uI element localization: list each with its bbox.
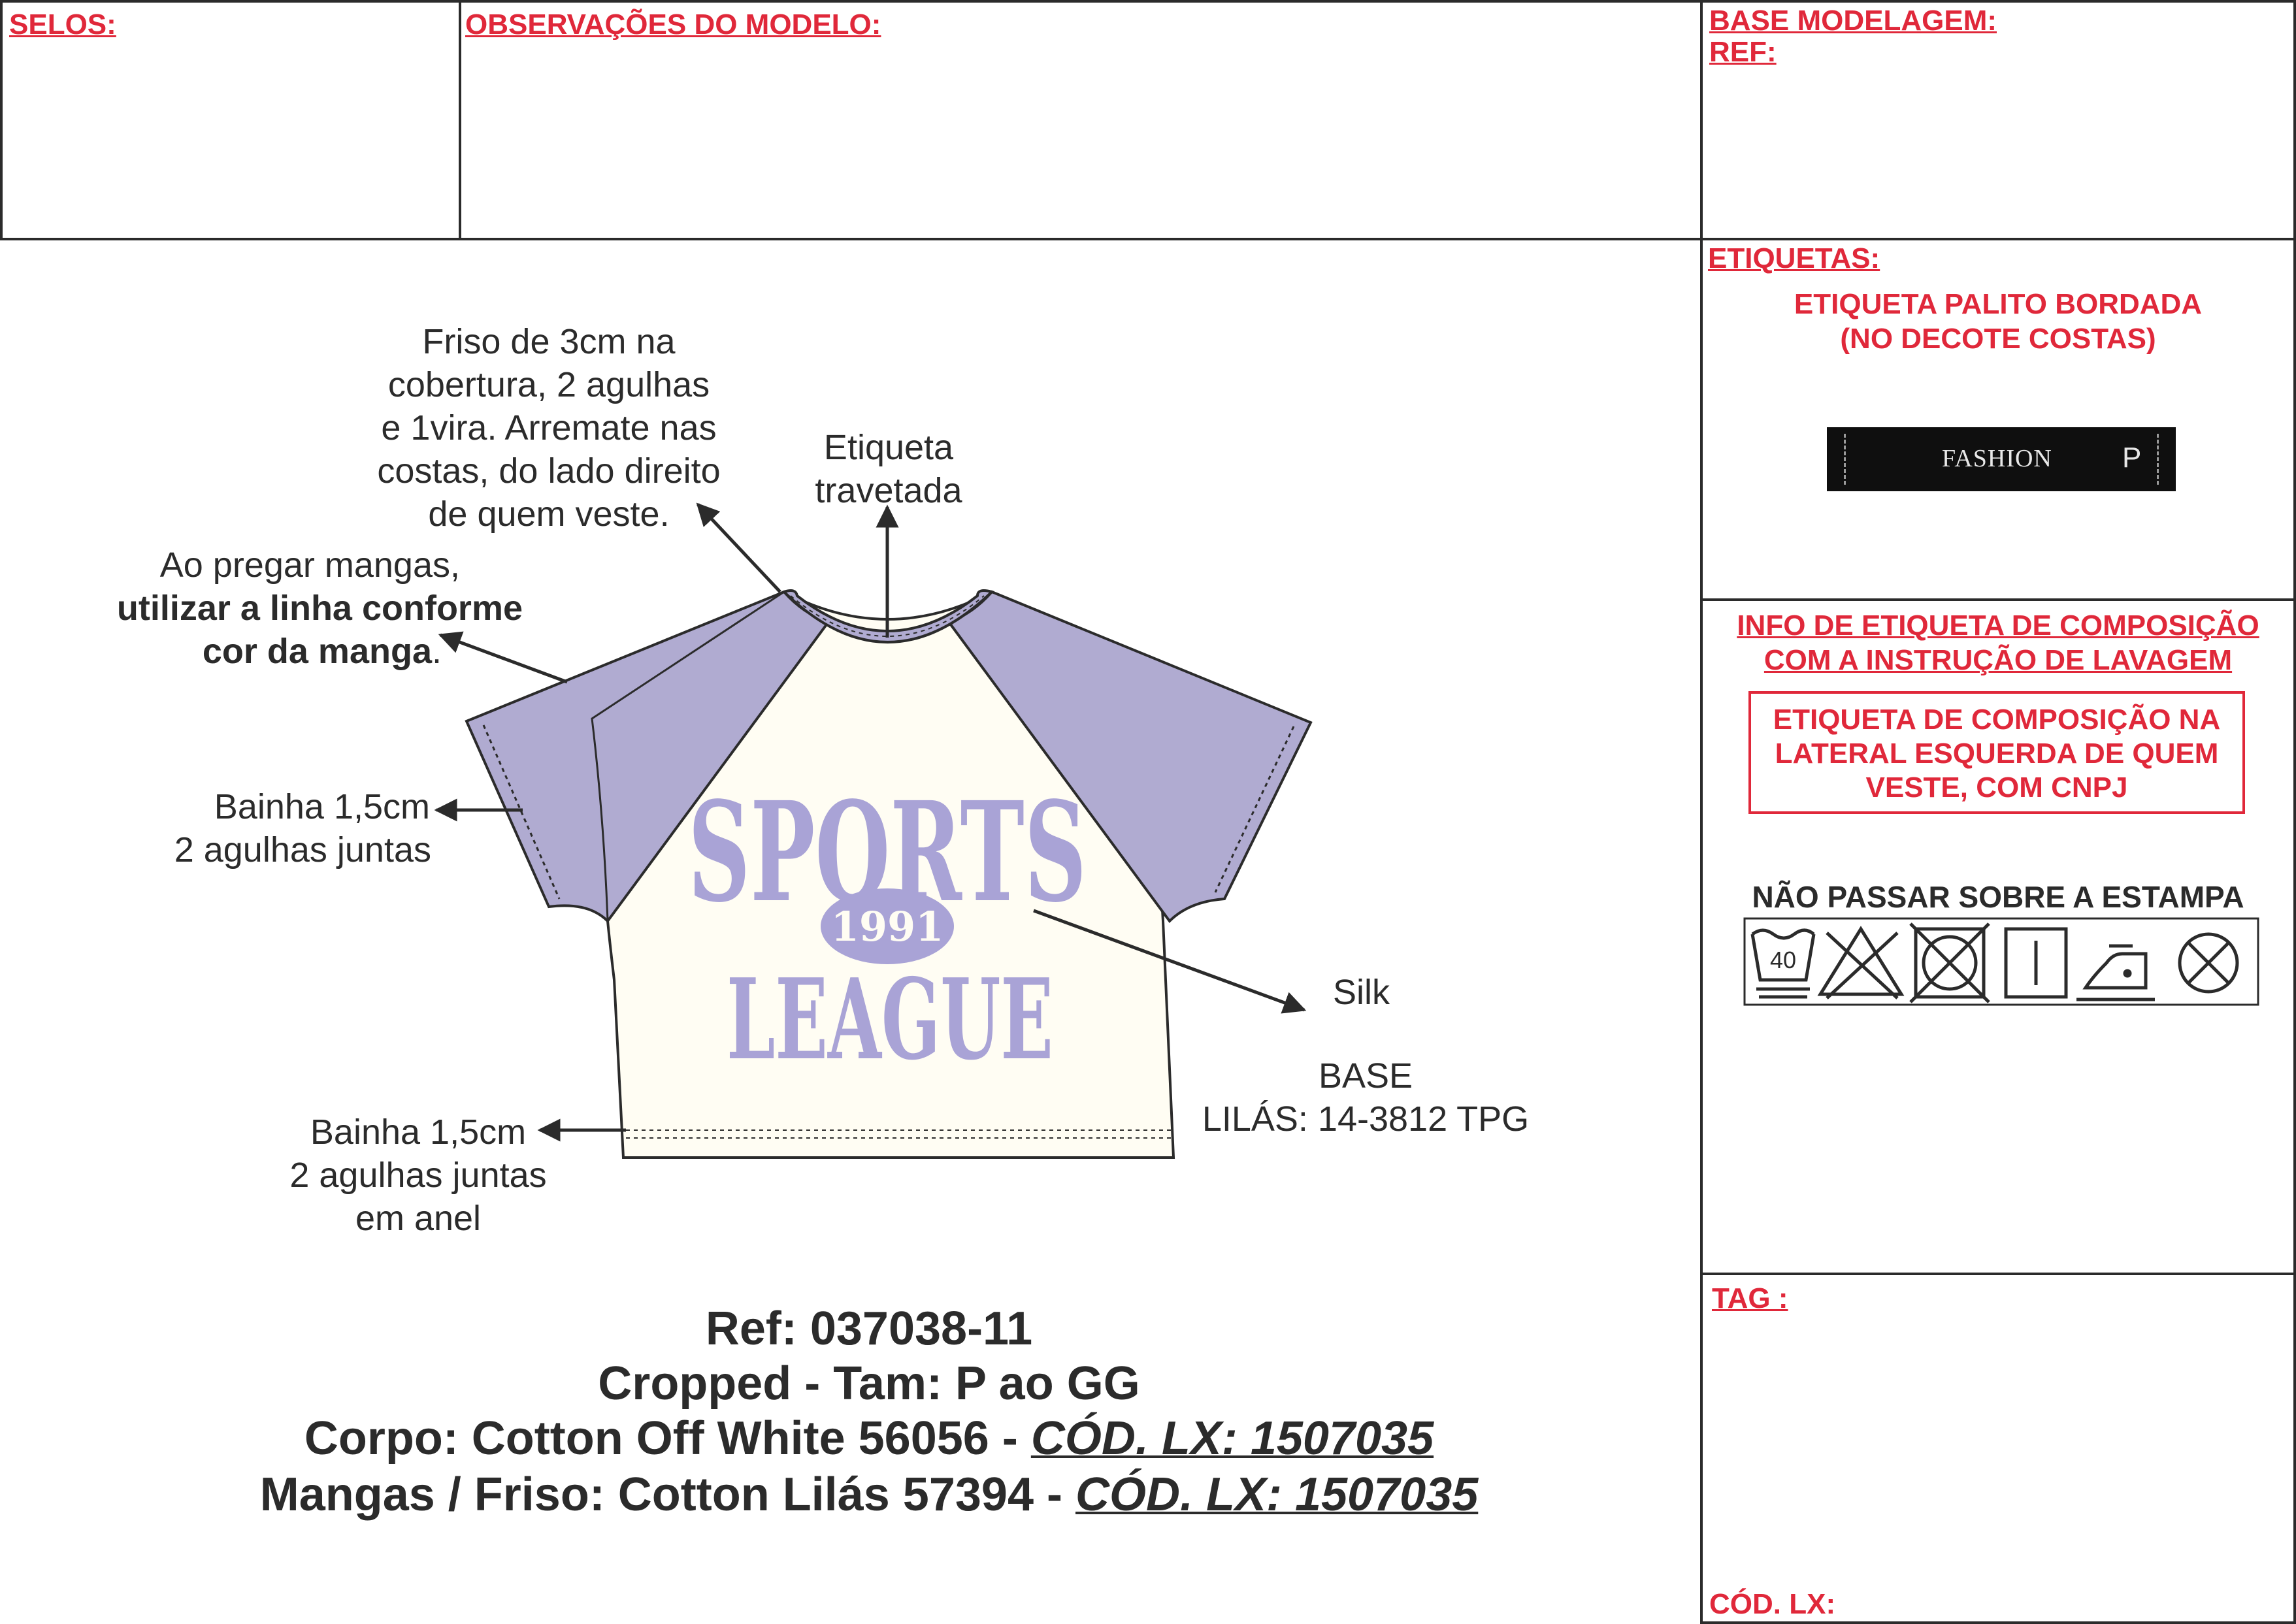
- label-brand: FASHION: [1942, 445, 2052, 472]
- no-tumble-dry-icon: [1909, 922, 1990, 1003]
- print-league: LEAGUE: [727, 954, 1053, 1085]
- info-line1: INFO DE ETIQUETA DE COMPOSIÇÃO: [1737, 609, 2259, 641]
- observacoes-label: OBSERVAÇÕES DO MODELO:: [465, 8, 881, 41]
- arrow-friso: [696, 502, 781, 593]
- info-composicao-title: INFO DE ETIQUETA DE COMPOSIÇÃO COM A INS…: [1705, 609, 2291, 678]
- print-oval: [821, 888, 954, 964]
- cod-lx-label: CÓD. LX:: [1709, 1588, 1836, 1620]
- arrow-silk: [1033, 909, 1307, 1014]
- note-friso: Friso de 3cm na cobertura, 2 agulhas e 1…: [377, 322, 721, 534]
- etiqueta-line2: (NO DECOTE COSTAS): [1840, 322, 2156, 355]
- tag-box: [1700, 1273, 2296, 1624]
- arrow-mangas: [438, 631, 568, 684]
- woven-label: FASHION P: [1827, 427, 2176, 491]
- note-mangas: Ao pregar mangas, utilizar a linha confo…: [116, 545, 523, 671]
- label-size: P: [2122, 442, 2142, 474]
- print-year: 1991: [831, 903, 944, 950]
- neck-rib: [781, 589, 994, 643]
- line-dry-icon: [2004, 927, 2068, 999]
- comp-line3: VESTE, COM CNPJ: [1865, 771, 2128, 804]
- summary-modelo: Cropped - Tam: P ao GG: [598, 1357, 1140, 1410]
- ref-label: REF:: [1709, 36, 1777, 68]
- wash-temp: 40: [1770, 947, 1796, 973]
- etiquetas-label: ETIQUETAS:: [1708, 242, 1880, 274]
- etiqueta-line1: ETIQUETA PALITO BORDADA: [1794, 288, 2203, 320]
- summary-mangas: Mangas / Friso: Cotton Lilás 57394 - CÓD…: [259, 1469, 1479, 1521]
- note-silk: Silk: [1333, 973, 1390, 1012]
- note-base: BASE LILÁS: 14-3812 TPG: [1202, 1056, 1530, 1139]
- nao-passar-text: NÃO PASSAR SOBRE A ESTAMPA: [1752, 880, 2244, 914]
- etiqueta-description: ETIQUETA PALITO BORDADA (NO DECOTE COSTA…: [1705, 287, 2291, 357]
- wash-40-icon: [1750, 928, 1816, 999]
- note-bainha-barra: Bainha 1,5cm 2 agulhas juntas em anel: [289, 1112, 547, 1238]
- care-symbols: 40: [1743, 917, 2259, 1006]
- iron-low-icon: [2076, 944, 2155, 1001]
- composicao-box: ETIQUETA DE COMPOSIÇÃO NA LATERAL ESQUER…: [1748, 691, 2245, 814]
- comp-line2: LATERAL ESQUERDA DE QUEM: [1775, 738, 2219, 770]
- summary-corpo: Corpo: Cotton Off White 56056 - CÓD. LX:…: [304, 1412, 1434, 1465]
- selos-label: SELOS:: [9, 8, 116, 41]
- summary-ref: Ref: 037038-11: [705, 1303, 1033, 1355]
- base-modelagem-label: BASE MODELAGEM:: [1709, 5, 1997, 37]
- no-dry-clean-icon: [2178, 932, 2239, 994]
- no-bleach-icon: [1817, 926, 1905, 999]
- note-bainha-manga: Bainha 1,5cm 2 agulhas juntas: [174, 787, 431, 869]
- comp-line1: ETIQUETA DE COMPOSIÇÃO NA: [1773, 704, 2221, 736]
- info-line2: COM A INSTRUÇÃO DE LAVAGEM: [1763, 643, 2233, 676]
- tag-label: TAG :: [1712, 1282, 1788, 1314]
- note-etiqueta: Etiqueta travetada: [815, 428, 962, 510]
